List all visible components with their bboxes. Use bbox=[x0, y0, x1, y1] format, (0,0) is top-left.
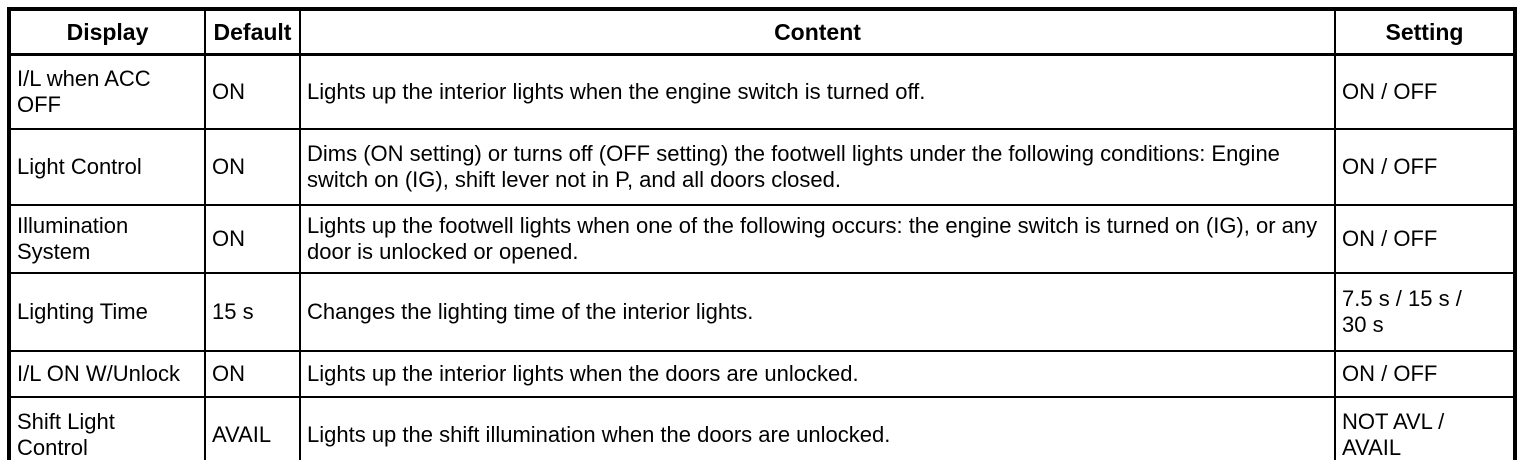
cell-content: Changes the lighting time of the interio… bbox=[299, 272, 1336, 352]
table-row: I/L when ACC OFF ON Lights up the interi… bbox=[8, 53, 1516, 130]
cell-setting: ON / OFF bbox=[1334, 128, 1516, 206]
cell-display: Lighting Time bbox=[8, 272, 206, 352]
cell-content: Lights up the footwell lights when one o… bbox=[299, 204, 1336, 274]
table-row: I/L ON W/Unlock ON Lights up the interio… bbox=[8, 350, 1516, 398]
cell-content: Dims (ON setting) or turns off (OFF sett… bbox=[299, 128, 1336, 206]
table-row: Light Control ON Dims (ON setting) or tu… bbox=[8, 128, 1516, 206]
header-cell-content: Content bbox=[299, 8, 1336, 56]
cell-setting: ON / OFF bbox=[1334, 204, 1516, 274]
cell-display: Shift Light Control bbox=[8, 396, 206, 460]
header-cell-setting: Setting bbox=[1334, 8, 1516, 56]
cell-setting: 7.5 s / 15 s / 30 s bbox=[1334, 272, 1516, 352]
table-row: Lighting Time 15 s Changes the lighting … bbox=[8, 272, 1516, 352]
cell-content: Lights up the shift illumination when th… bbox=[299, 396, 1336, 460]
cell-setting: NOT AVL / AVAIL bbox=[1334, 396, 1516, 460]
table-row: Shift Light Control AVAIL Lights up the … bbox=[8, 396, 1516, 460]
cell-display: Light Control bbox=[8, 128, 206, 206]
vehicle-customization-settings-table: Display Default Content Setting I/L when… bbox=[7, 7, 1517, 460]
cell-display: I/L ON W/Unlock bbox=[8, 350, 206, 398]
table-header-row: Display Default Content Setting bbox=[8, 8, 1516, 56]
cell-default: ON bbox=[204, 204, 301, 274]
cell-content: Lights up the interior lights when the e… bbox=[299, 53, 1336, 130]
header-cell-default: Default bbox=[204, 8, 301, 56]
cell-default: ON bbox=[204, 53, 301, 130]
cell-setting: ON / OFF bbox=[1334, 350, 1516, 398]
cell-display: I/L when ACC OFF bbox=[8, 53, 206, 130]
cell-default: ON bbox=[204, 128, 301, 206]
cell-default: 15 s bbox=[204, 272, 301, 352]
cell-content: Lights up the interior lights when the d… bbox=[299, 350, 1336, 398]
header-cell-display: Display bbox=[8, 8, 206, 56]
cell-setting: ON / OFF bbox=[1334, 53, 1516, 130]
table-row: Illumination System ON Lights up the foo… bbox=[8, 204, 1516, 274]
cell-default: ON bbox=[204, 350, 301, 398]
cell-display: Illumination System bbox=[8, 204, 206, 274]
cell-default: AVAIL bbox=[204, 396, 301, 460]
